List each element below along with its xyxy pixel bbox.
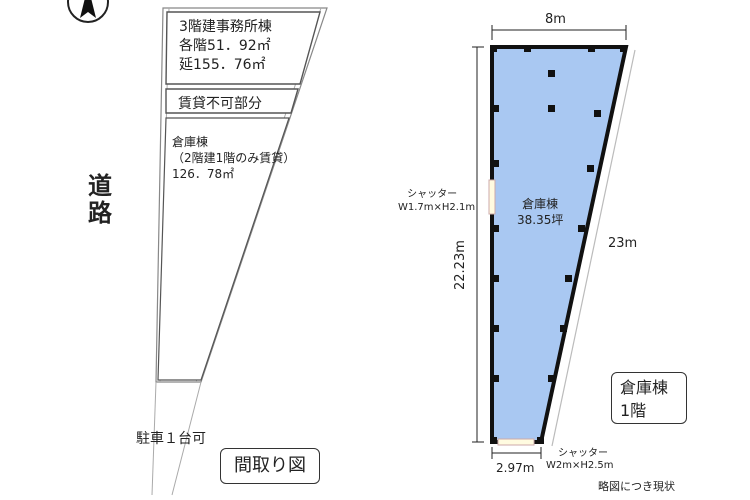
top-width-label: 8m	[545, 12, 566, 27]
shutter-bottom-label: シャッター W2m×H2.5m	[546, 448, 614, 471]
shutter-left	[488, 179, 496, 215]
office-info: 3階建事務所棟 各階51．92㎡ 延155．76㎡	[179, 19, 272, 73]
warehouse-area	[157, 117, 290, 381]
shutter-bottom	[497, 438, 535, 446]
no-lease-area	[165, 88, 299, 114]
warehouse-info: 倉庫棟 （2階建1階のみ賃貸） 126．78㎡	[172, 135, 296, 181]
left-height-label: 22.23m	[453, 240, 468, 290]
floor-plan-caption: 間取り図	[220, 448, 320, 484]
room-label: 倉庫棟 38.35坪	[517, 197, 564, 227]
shutter-left-label: シャッター W1.7m×H2.1m	[398, 189, 476, 213]
footnote: 略図につき現状	[598, 480, 675, 493]
north-arrow-icon	[67, 0, 109, 23]
dimension-top	[491, 25, 627, 40]
right-side-label: 23m	[608, 236, 638, 251]
parking-label: 駐車１台可	[136, 431, 206, 447]
bottom-width-label: 2.97m	[496, 461, 535, 475]
warehouse-floor	[490, 45, 629, 444]
dimension-left	[472, 46, 484, 443]
column-marks	[490, 45, 627, 444]
office-building-area	[165, 11, 321, 85]
no-lease-label: 賃貸不可部分	[178, 96, 262, 112]
floor-label-box: 倉庫棟 1階	[611, 372, 687, 424]
road-label: 道 路	[88, 172, 112, 227]
dimension-bottom	[491, 447, 542, 459]
